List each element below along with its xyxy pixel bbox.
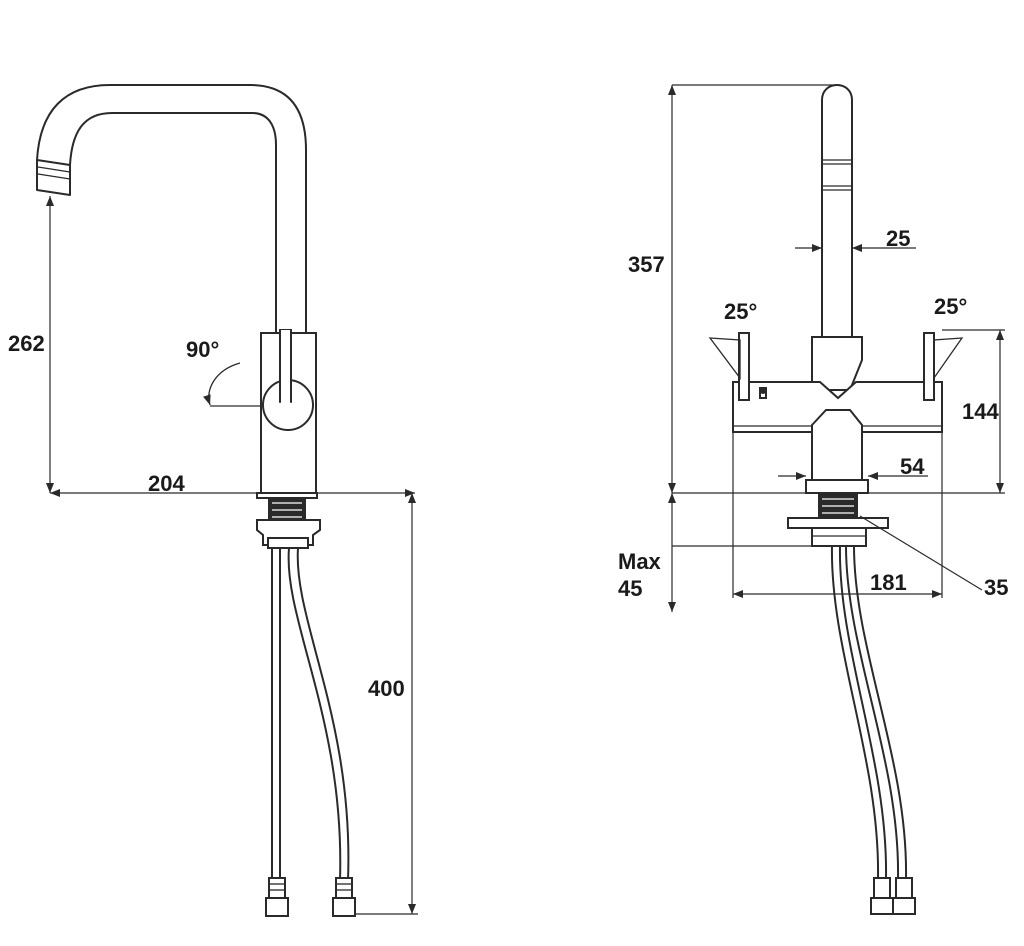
front-hose-b — [845, 545, 900, 879]
side-view: 262 204 90° 400 — [8, 84, 418, 917]
label-90deg: 90° — [186, 337, 219, 362]
hose-right — [287, 547, 342, 881]
label-181: 181 — [870, 570, 907, 595]
hose-fitting-right — [332, 877, 356, 917]
label-25: 25 — [886, 226, 910, 251]
front-shank — [818, 493, 858, 521]
label-400: 400 — [368, 676, 405, 701]
rotation-arc — [203, 362, 241, 406]
label-35: 35 — [984, 575, 1008, 600]
label-45: 45 — [618, 576, 642, 601]
hose-fitting-left — [265, 877, 289, 917]
label-357: 357 — [628, 252, 665, 277]
front-hose-fittings — [870, 877, 916, 915]
front-spout — [821, 84, 853, 338]
label-max: Max — [618, 549, 662, 574]
front-lever-right — [923, 332, 964, 401]
aerator-nozzle — [36, 159, 71, 196]
spout-inner-outline — [69, 112, 277, 334]
front-base-plate — [805, 479, 869, 494]
front-lever-left — [708, 332, 767, 401]
label-144: 144 — [962, 399, 999, 424]
label-54: 54 — [900, 454, 925, 479]
front-view: 357 25 25° 25° 144 54 Max 45 181 35 — [618, 84, 1008, 915]
label-right-25deg: 25° — [934, 294, 967, 319]
label-262: 262 — [8, 331, 45, 356]
label-left-25deg: 25° — [724, 299, 757, 324]
front-washer — [787, 517, 889, 529]
base-plate — [256, 492, 318, 499]
front-hose-a — [830, 545, 880, 879]
label-204: 204 — [148, 471, 185, 496]
spout-outline — [36, 84, 307, 334]
leader-35 — [859, 515, 983, 591]
